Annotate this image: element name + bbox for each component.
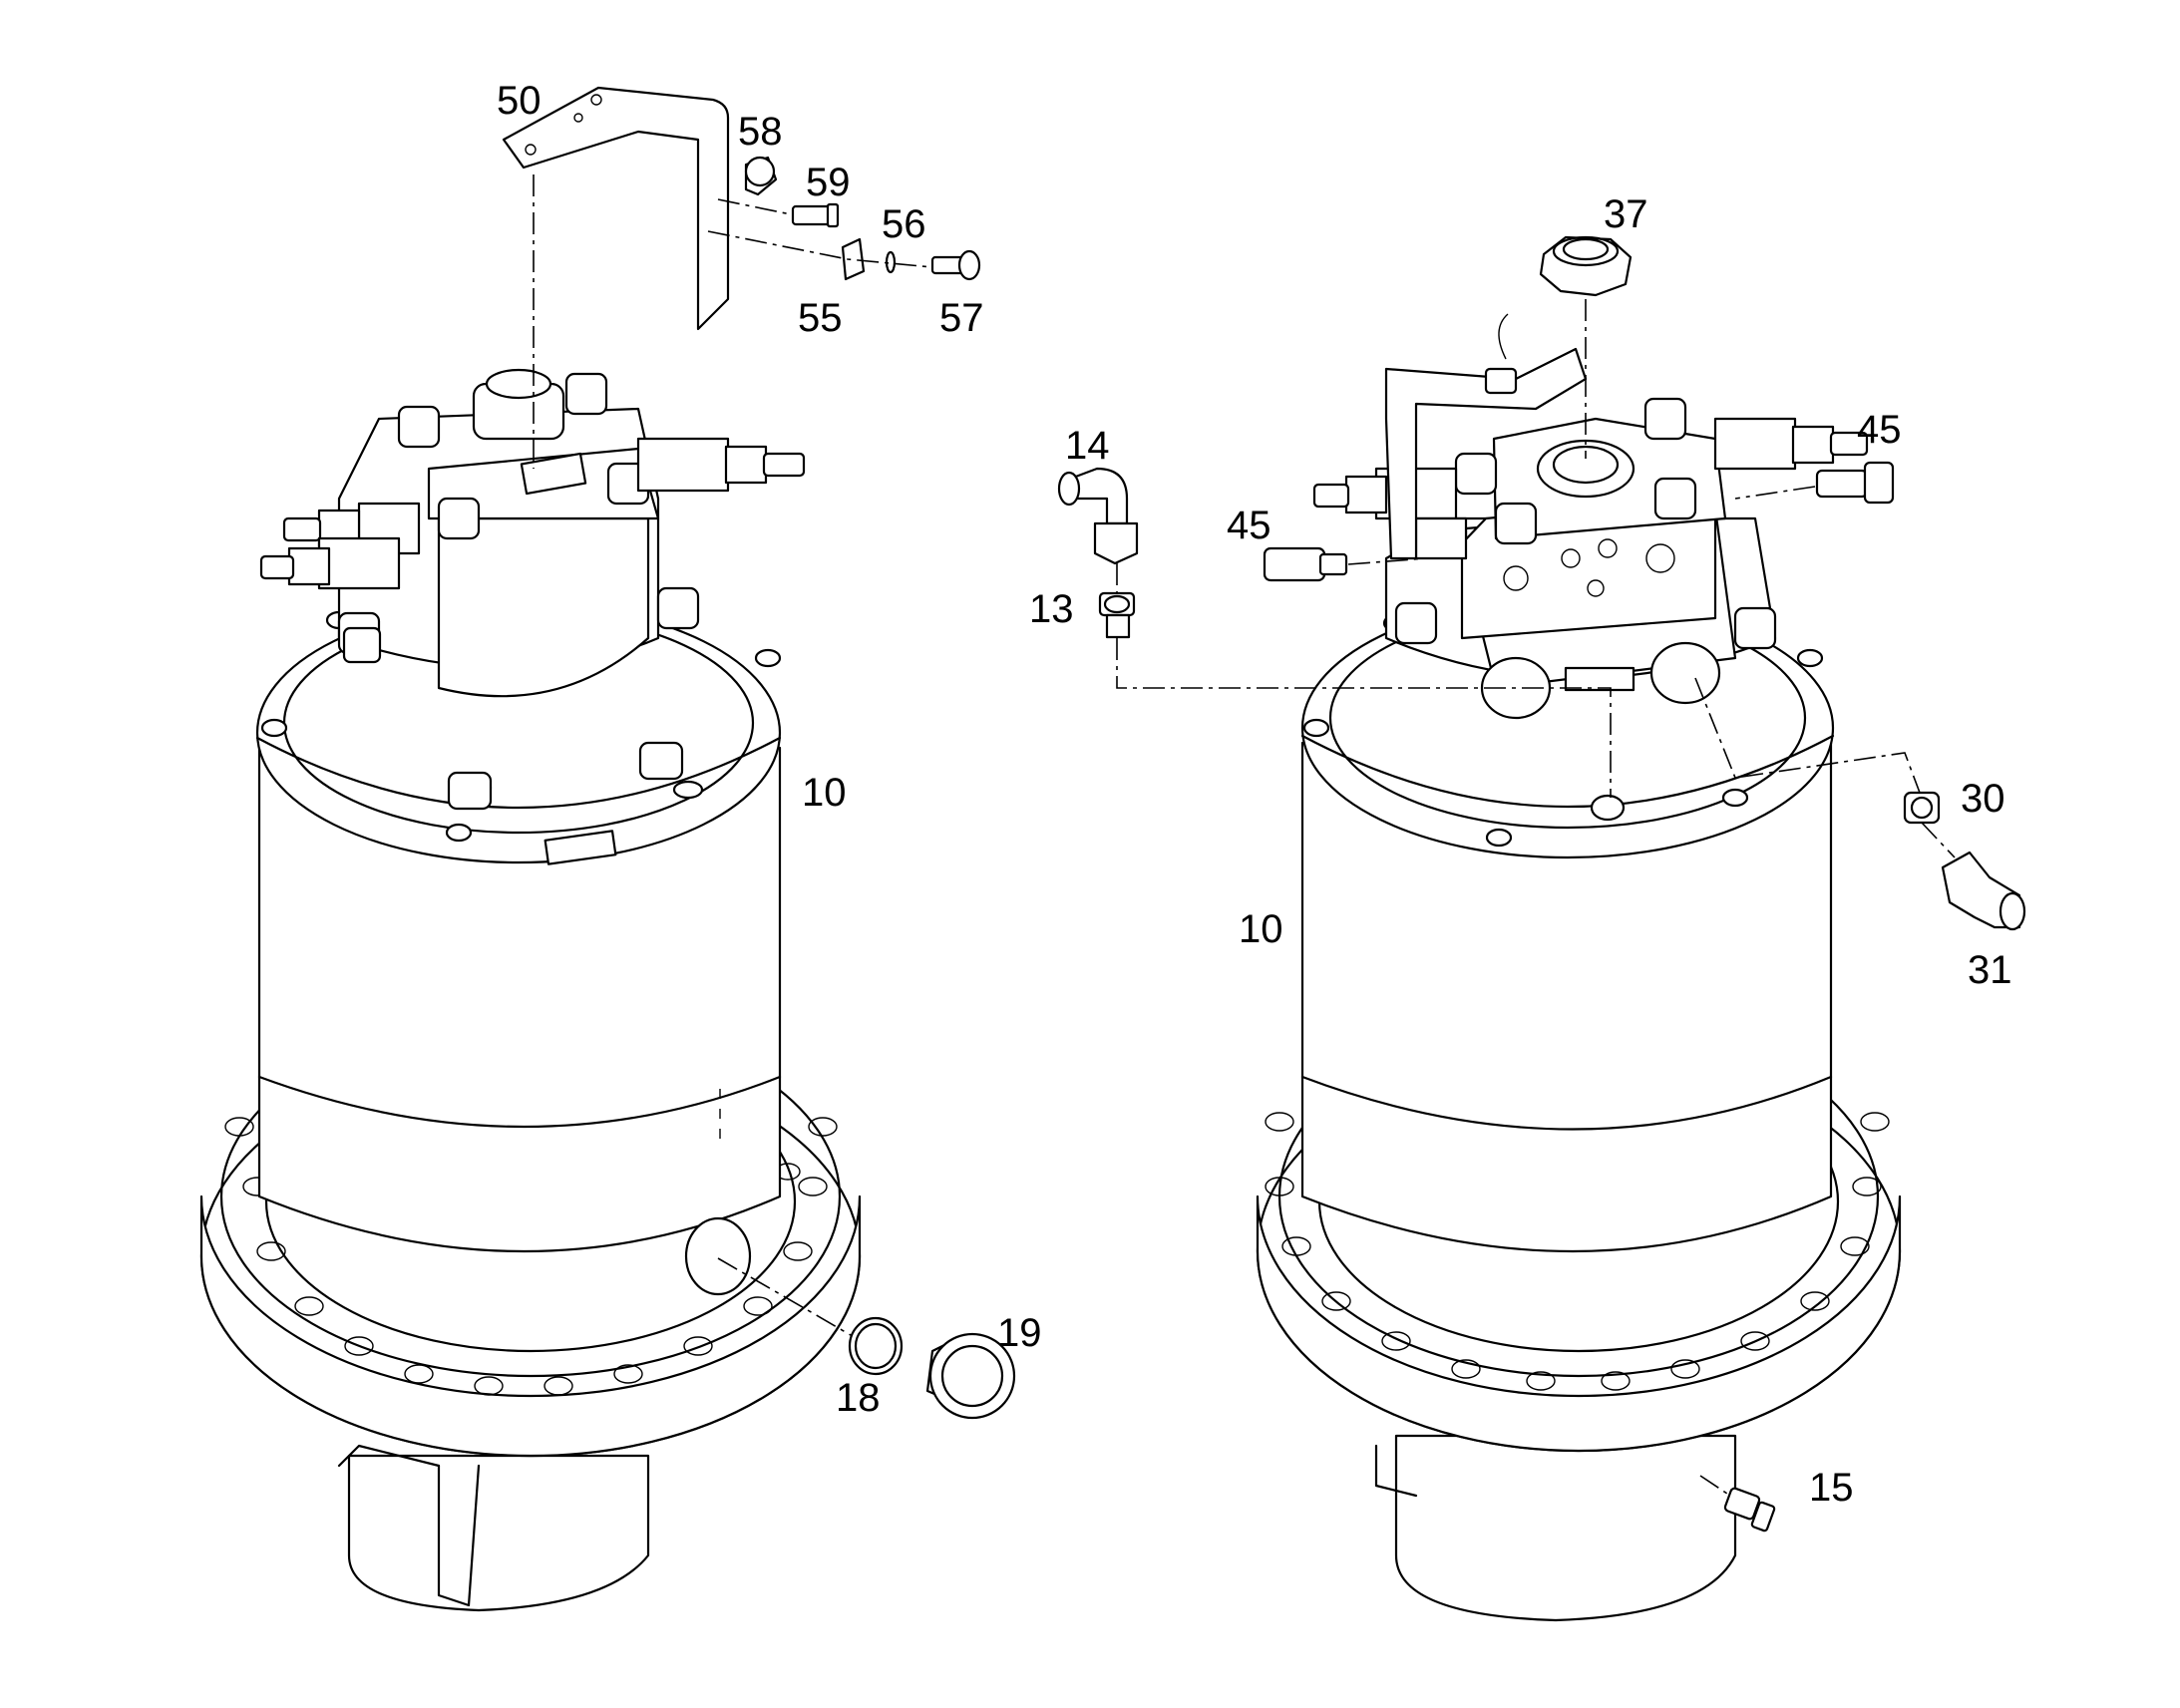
part-18-seal-ring: [848, 1316, 904, 1376]
part-57-bolt: [930, 249, 981, 281]
right-drive-assembly: [1256, 313, 1902, 1622]
left-motor-block: [259, 368, 806, 698]
left-drive-assembly: [199, 368, 862, 1612]
callout-18: 18: [836, 1376, 881, 1420]
left-leader-lines: [533, 174, 933, 1347]
callout-14: 14: [1065, 424, 1110, 468]
callout-10-right: 10: [1239, 907, 1283, 951]
part-31-elbow: [1941, 851, 2026, 931]
callout-10-left: 10: [802, 771, 847, 815]
left-bottom-hub: [337, 1444, 650, 1612]
part-58-fitting: [744, 156, 778, 196]
callout-15: 15: [1809, 1466, 1854, 1510]
right-bottom-hub: [1374, 1434, 1737, 1622]
callout-31: 31: [1968, 948, 2012, 992]
part-13-adapter: [1098, 591, 1136, 639]
callout-57: 57: [939, 296, 984, 340]
part-14-elbow: [1057, 467, 1139, 565]
callout-13: 13: [1029, 587, 1074, 631]
right-cylinder-body: [1300, 741, 1833, 1253]
callout-55: 55: [798, 296, 843, 340]
callout-56: 56: [882, 202, 926, 246]
part-37-fitting: [1539, 235, 1633, 297]
callout-58: 58: [738, 110, 783, 154]
callout-19: 19: [997, 1311, 1042, 1355]
part-15-nipple: [1723, 1487, 1776, 1533]
callout-37: 37: [1604, 192, 1648, 236]
callout-45-right: 45: [1857, 408, 1902, 452]
part-45-right-fitting: [1815, 461, 1895, 505]
part-55-clamp: [841, 237, 866, 281]
right-motor-block: [1312, 313, 1869, 720]
callout-45-left: 45: [1227, 504, 1272, 547]
callout-50: 50: [497, 79, 542, 123]
right-leader-lines: [1116, 299, 1956, 1497]
part-59-screw: [791, 202, 840, 228]
part-19-plug: [925, 1332, 1016, 1420]
part-45-left-fitting: [1263, 546, 1348, 582]
part-50-bracket: [502, 86, 730, 331]
callout-59: 59: [806, 161, 851, 204]
part-30-adapter: [1903, 791, 1941, 825]
left-cylinder-body: [257, 746, 782, 1296]
callout-30: 30: [1961, 777, 2005, 821]
